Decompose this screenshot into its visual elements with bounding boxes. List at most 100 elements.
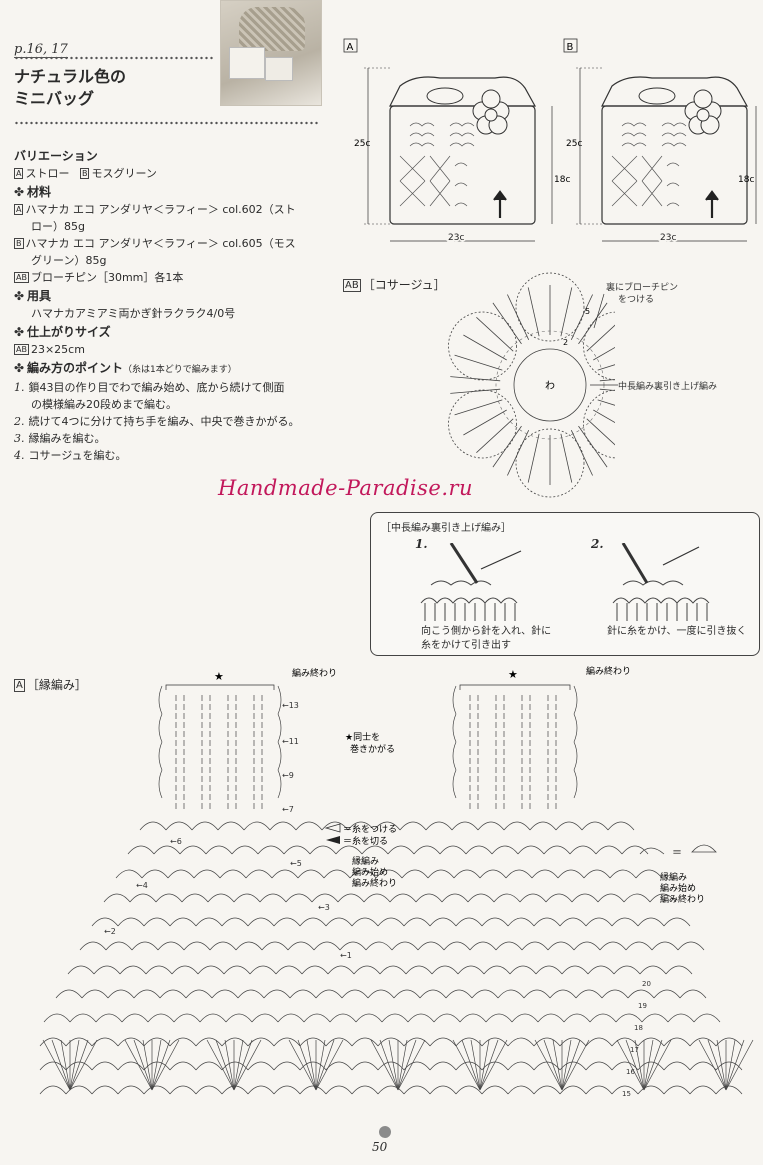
mesh-arc	[221, 1037, 249, 1047]
points-heading: 編み方のポイント	[27, 361, 124, 375]
mesh-arc	[679, 989, 707, 999]
mesh-arc	[607, 821, 635, 831]
attach-yarn-label: ＝糸をつける	[343, 823, 397, 835]
b-width-23: 23c	[660, 233, 676, 243]
mesh-arc	[611, 917, 639, 927]
mesh-arc	[425, 821, 453, 831]
brooch-note: 裏にブローチピン をつける	[606, 282, 678, 306]
handle-edge-arc	[158, 769, 163, 799]
fan-stitch	[315, 1039, 335, 1091]
mesh-arc	[413, 845, 441, 855]
mesh-arc	[157, 941, 185, 951]
petal-stitch	[527, 433, 540, 483]
fan-stitch	[124, 1039, 153, 1091]
fan-stitch	[370, 1039, 399, 1091]
mesh-arc	[637, 1085, 665, 1095]
edging-title: ［縁編み］	[26, 678, 87, 692]
mesh-arc	[477, 821, 505, 831]
mesh-arc	[391, 941, 419, 951]
dotted-rule-bottom	[14, 121, 320, 125]
mesh-arc	[117, 1037, 145, 1047]
mesh-arc	[689, 1061, 717, 1071]
size-heading: 仕上がりサイズ	[27, 325, 111, 339]
callout-step-1: 1.	[415, 537, 428, 551]
mesh-arc	[169, 1085, 197, 1095]
mesh-arc	[367, 989, 395, 999]
mesh-arc	[627, 989, 655, 999]
mesh-arc	[625, 941, 653, 951]
mesh-arc	[635, 869, 663, 879]
petal-stitch	[476, 317, 514, 352]
variation-b-box: B	[79, 168, 90, 179]
row-label: ←13	[282, 701, 299, 710]
side-row-label: 15	[622, 1090, 631, 1098]
mesh-arc	[363, 893, 391, 903]
handle-edge-arc	[158, 685, 163, 715]
mesh-arc	[535, 965, 563, 975]
mesh-arc	[325, 1037, 353, 1047]
caption-1-line1: 向こう側から針を入れ、針に	[421, 626, 552, 637]
fan-stitch	[561, 1039, 581, 1091]
mesh-arc	[117, 1061, 145, 1071]
mesh-arc	[533, 1037, 561, 1047]
mesh-arc	[139, 821, 167, 831]
fan-stitch	[151, 1039, 180, 1091]
mesh-arc	[481, 1085, 509, 1095]
fan-stitch	[315, 1039, 326, 1091]
fan-stitch	[60, 1039, 71, 1091]
mesh-arc	[199, 1013, 227, 1023]
material-ab-box: AB	[14, 272, 29, 283]
fan-stitch	[133, 1039, 153, 1091]
mesh-arc	[469, 941, 497, 951]
mesh-arc	[153, 845, 181, 855]
mesh-arc	[209, 941, 237, 951]
points-heading-row: ✤編み方のポイント（糸は1本どりで編みます）	[14, 360, 334, 379]
mesh-arc	[95, 1013, 123, 1023]
mesh-arc	[351, 917, 379, 927]
mesh-arc	[121, 1013, 149, 1023]
row-label: ←4	[136, 881, 148, 890]
step-2-line1: 続けて4つに分けて持ち手を編み、中央で巻きかがる。	[28, 415, 300, 428]
mesh-arc	[649, 893, 677, 903]
mesh-arc	[559, 1037, 587, 1047]
mesh-arc	[585, 917, 613, 927]
petal-stitch	[586, 324, 615, 352]
mesh-arc	[195, 1085, 223, 1095]
mesh-arc	[273, 1061, 301, 1071]
finish-label-left: 編み終わり	[292, 667, 337, 679]
handle-stitch-column	[521, 695, 531, 810]
mesh-arc	[235, 941, 263, 951]
mesh-arc	[295, 821, 323, 831]
mesh-arc	[251, 1013, 279, 1023]
petal-stitch	[586, 418, 615, 446]
petal-stitch	[560, 433, 573, 483]
mesh-arc	[495, 941, 523, 951]
row-label: ←6	[170, 837, 182, 846]
bag-b-flower	[684, 89, 722, 135]
mesh-arc	[585, 1037, 613, 1047]
step-1-line1: 鎖43目の作り目でわで編み始め、底から続けて側面	[28, 381, 285, 394]
mesh-arc	[481, 1061, 509, 1071]
petal-stitch	[450, 376, 501, 382]
handle-edge-arc	[573, 685, 578, 715]
mesh-arc	[351, 1037, 379, 1047]
fan-stitch	[634, 1039, 645, 1091]
mesh-arc	[519, 893, 547, 903]
tools-heading-row: ✤用具	[14, 288, 334, 305]
mesh-arc	[479, 869, 507, 879]
mesh-arc	[283, 845, 311, 855]
mesh-arc	[219, 869, 247, 879]
clover-icon: ✤	[14, 325, 25, 339]
clover-icon: ✤	[14, 361, 25, 375]
petal-stitch	[593, 347, 615, 361]
stitch-callout: ［中長編み裏引き上げ編み］ 1. 2. 向こう側から針を入れ、針に 糸をかけて引…	[370, 512, 760, 656]
mesh-arc	[55, 989, 83, 999]
label-card	[229, 47, 265, 79]
callout-step-2: 2.	[591, 537, 604, 551]
material-a-line1: ハマナカ エコ アンダリヤ＜ラフィー＞ col.602（スト	[25, 203, 296, 216]
clover-icon: ✤	[14, 289, 25, 303]
corsage-petal	[515, 428, 585, 498]
petal-stitch	[492, 425, 522, 468]
mesh-arc	[127, 845, 155, 855]
